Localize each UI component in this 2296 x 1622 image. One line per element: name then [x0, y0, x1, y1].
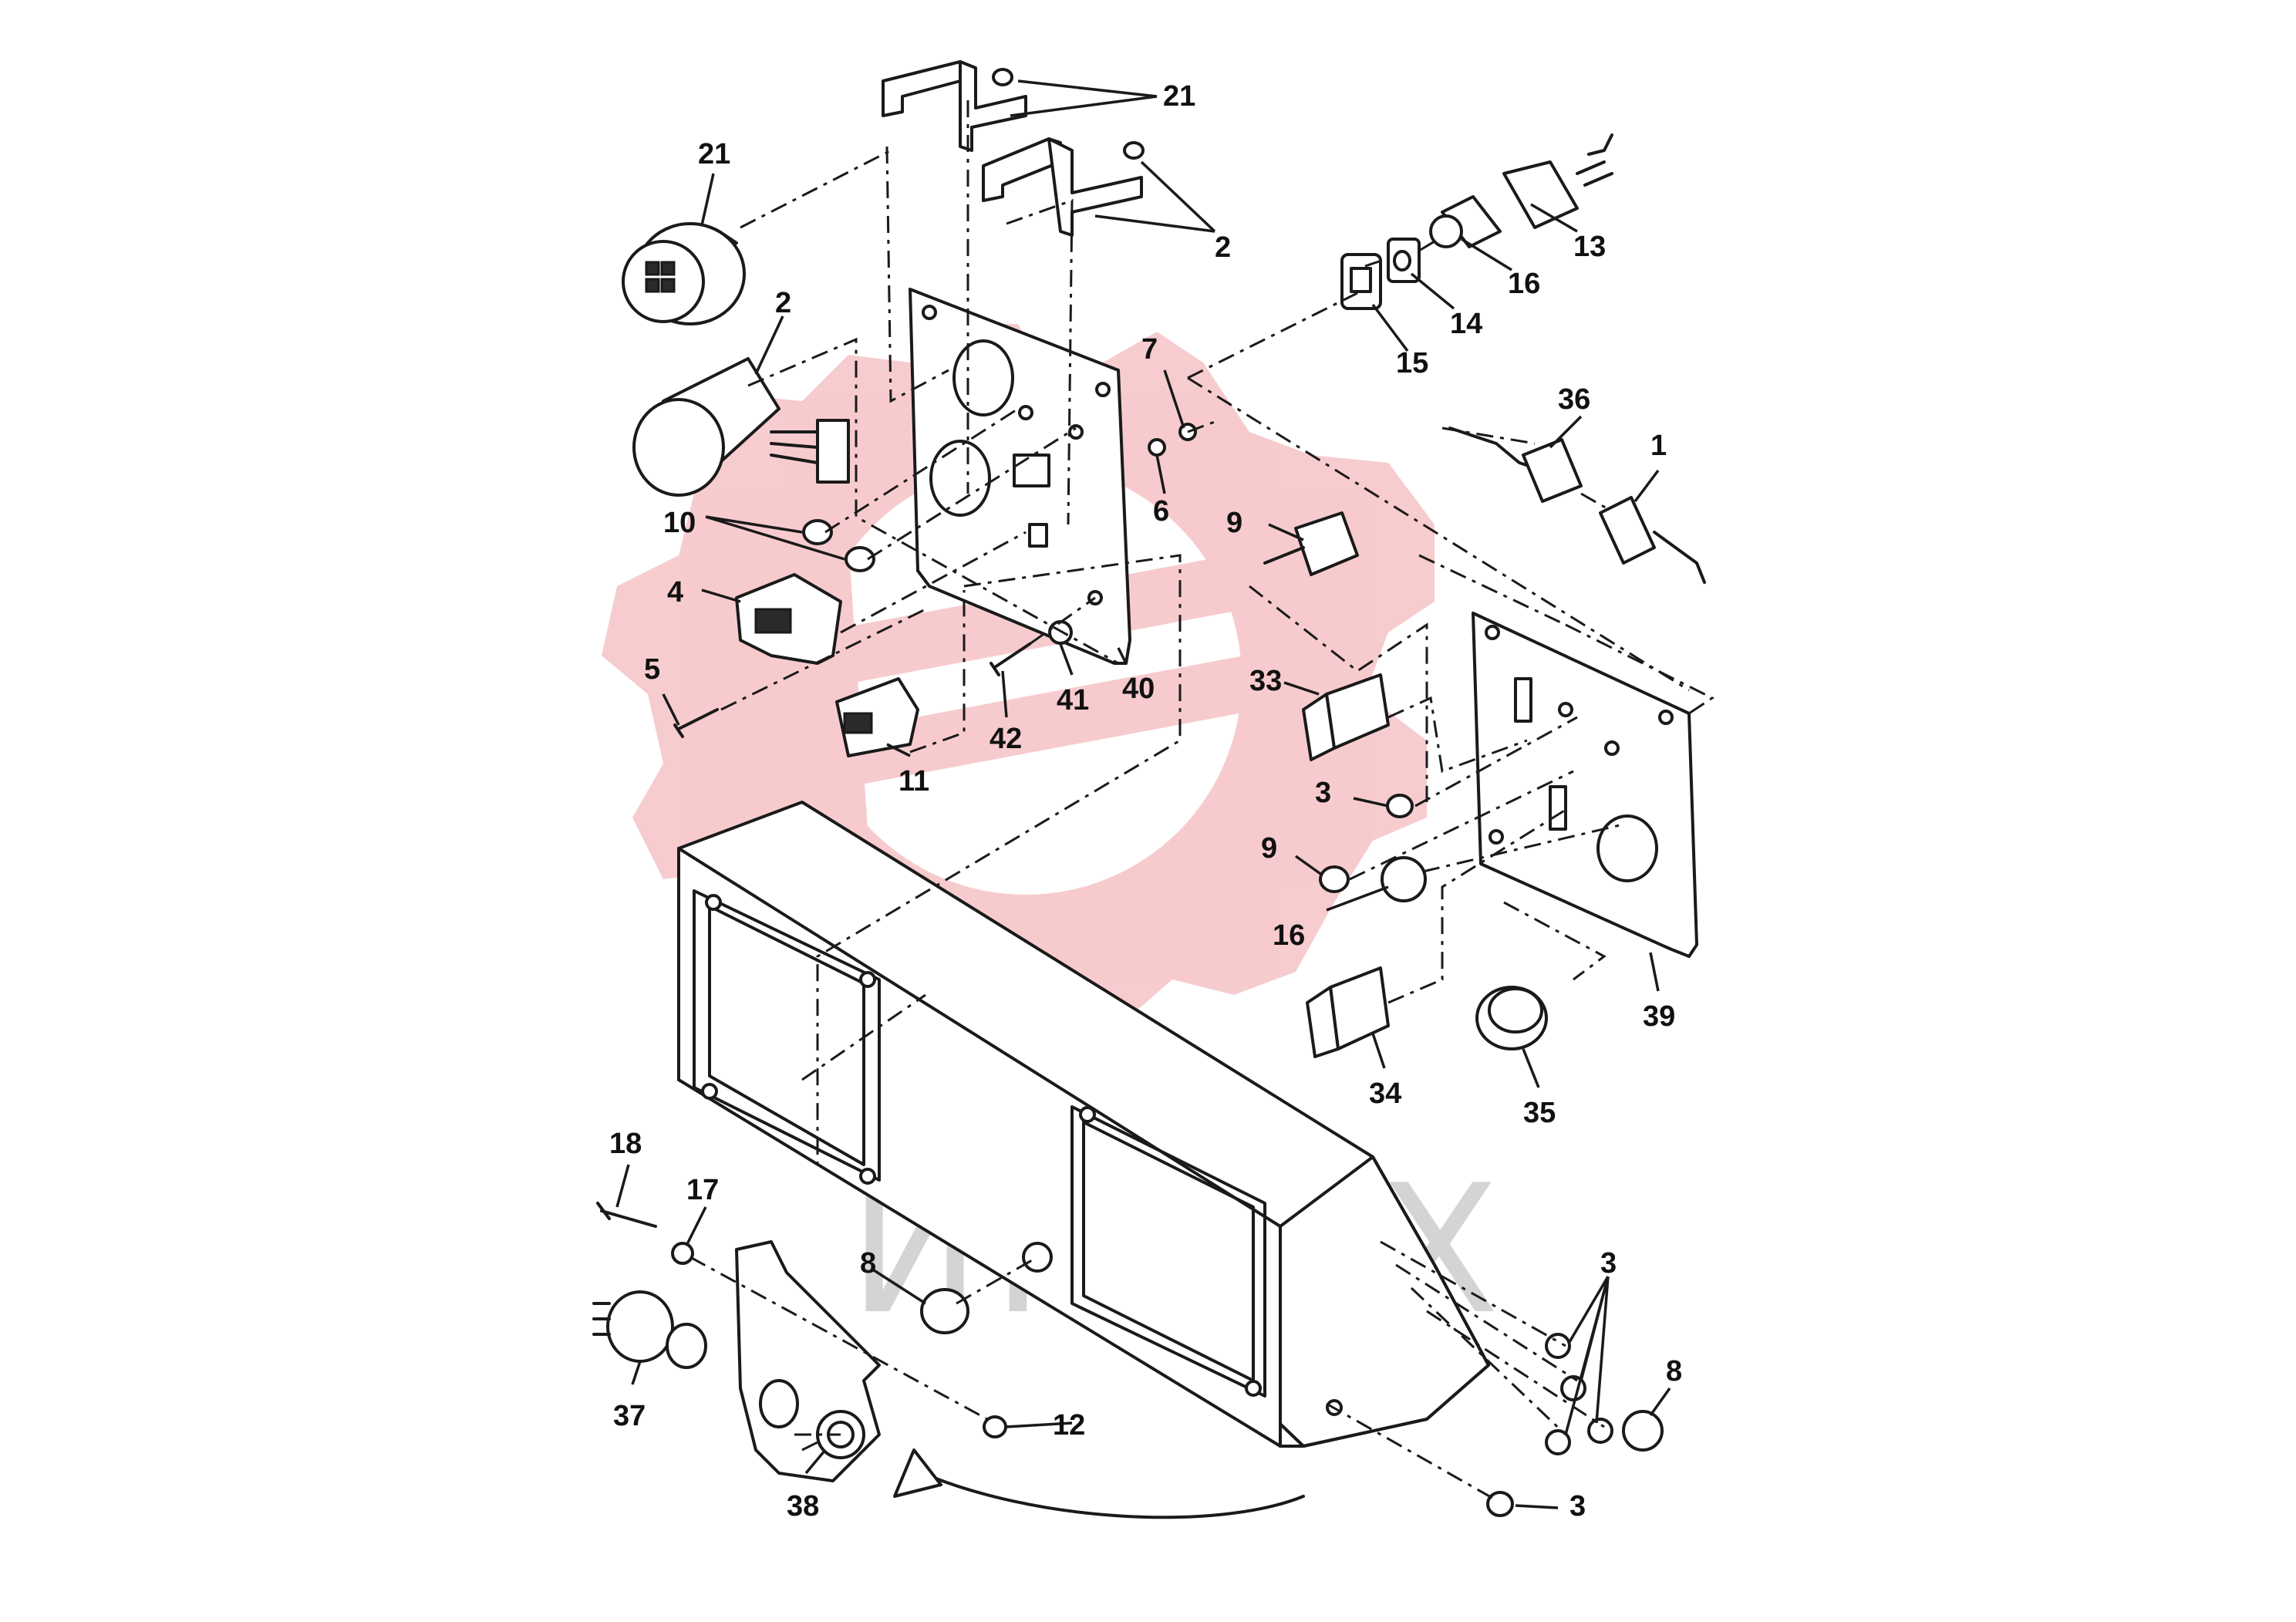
callout-8: 8 [860, 1247, 876, 1280]
washer-41 [1048, 620, 1073, 645]
callout-3: 3 [1600, 1247, 1617, 1280]
callout-36: 36 [1558, 383, 1590, 416]
switch-16-top [1429, 195, 1502, 248]
button-8-left [920, 1288, 969, 1334]
lamp-16 [1381, 856, 1427, 902]
callout-39: 39 [1643, 1000, 1675, 1033]
callout-16: 16 [1273, 919, 1305, 952]
callout-35: 35 [1523, 1097, 1556, 1129]
breaker-4 [735, 573, 842, 665]
switch-11 [835, 677, 919, 757]
callout-33: 33 [1249, 665, 1282, 697]
washer-6 [1148, 438, 1166, 457]
callout-14: 14 [1450, 308, 1482, 340]
switch-9-upper [1263, 511, 1359, 576]
bracket-lower [982, 137, 1143, 237]
callout-3: 3 [1315, 777, 1331, 809]
harness-36 [1448, 427, 1583, 503]
callout-10: 10 [663, 507, 696, 539]
callout-6: 6 [1153, 495, 1169, 528]
callout-38: 38 [787, 1490, 819, 1523]
screw-42 [990, 642, 1031, 676]
rotation-arrow [893, 1448, 1305, 1519]
callout-34: 34 [1369, 1077, 1401, 1110]
ignition-switch-37 [592, 1290, 707, 1369]
screw-5 [673, 708, 719, 738]
callout-21: 21 [698, 138, 730, 170]
callout-13: 13 [1573, 231, 1606, 263]
callout-9: 9 [1261, 832, 1277, 865]
callout-11: 11 [899, 765, 929, 798]
meter-21 [622, 222, 746, 325]
plug-3-a [1386, 794, 1414, 818]
button-8-right [1622, 1410, 1664, 1452]
plug-10-b [845, 546, 875, 572]
bezel-14 [1387, 238, 1421, 283]
callout-42: 42 [990, 723, 1022, 755]
gauge-2 [632, 357, 850, 497]
side-cover-panel [735, 1240, 881, 1482]
callout-17: 17 [686, 1174, 719, 1206]
grommet-9 [1319, 865, 1350, 893]
callout-18: 18 [609, 1128, 642, 1160]
cap-35 [1475, 986, 1548, 1050]
callout-16: 16 [1508, 268, 1540, 300]
rocker-switch-33 [1302, 673, 1390, 761]
plug-10-a [802, 519, 833, 545]
callout-41: 41 [1057, 684, 1089, 717]
plug-3-b [1545, 1333, 1613, 1455]
panel-plate-39 [1472, 612, 1698, 958]
connector-13 [1502, 133, 1613, 229]
callout-9: 9 [1226, 507, 1242, 539]
callout-5: 5 [644, 653, 660, 686]
assembly-lines [689, 100, 1714, 1502]
callout-1: 1 [1650, 430, 1667, 462]
callout-37: 37 [613, 1400, 646, 1432]
callout-8: 8 [1666, 1355, 1682, 1388]
connector-1 [1599, 496, 1706, 584]
callout-2: 2 [1215, 231, 1231, 264]
callout-3: 3 [1569, 1490, 1586, 1523]
leader-lines [615, 79, 1671, 1509]
washer-17 [671, 1242, 694, 1265]
bracket-upper [882, 60, 1145, 160]
callout-15: 15 [1396, 347, 1428, 379]
nut-12 [983, 1415, 1007, 1438]
control-box-enclosure [677, 801, 1490, 1448]
rocker-switch-34 [1306, 966, 1390, 1058]
callout-4: 4 [667, 576, 683, 609]
callout-21: 21 [1163, 80, 1195, 113]
callout-40: 40 [1122, 673, 1155, 705]
callout-2: 2 [775, 287, 791, 319]
plug-3-c [1486, 1491, 1514, 1517]
callout-7: 7 [1141, 333, 1158, 366]
callout-labels: 21 21 2 2 13 16 14 15 7 6 36 1 10 9 4 5 … [609, 80, 1682, 1523]
callout-12: 12 [1053, 1409, 1085, 1442]
bolt-18 [596, 1202, 657, 1228]
